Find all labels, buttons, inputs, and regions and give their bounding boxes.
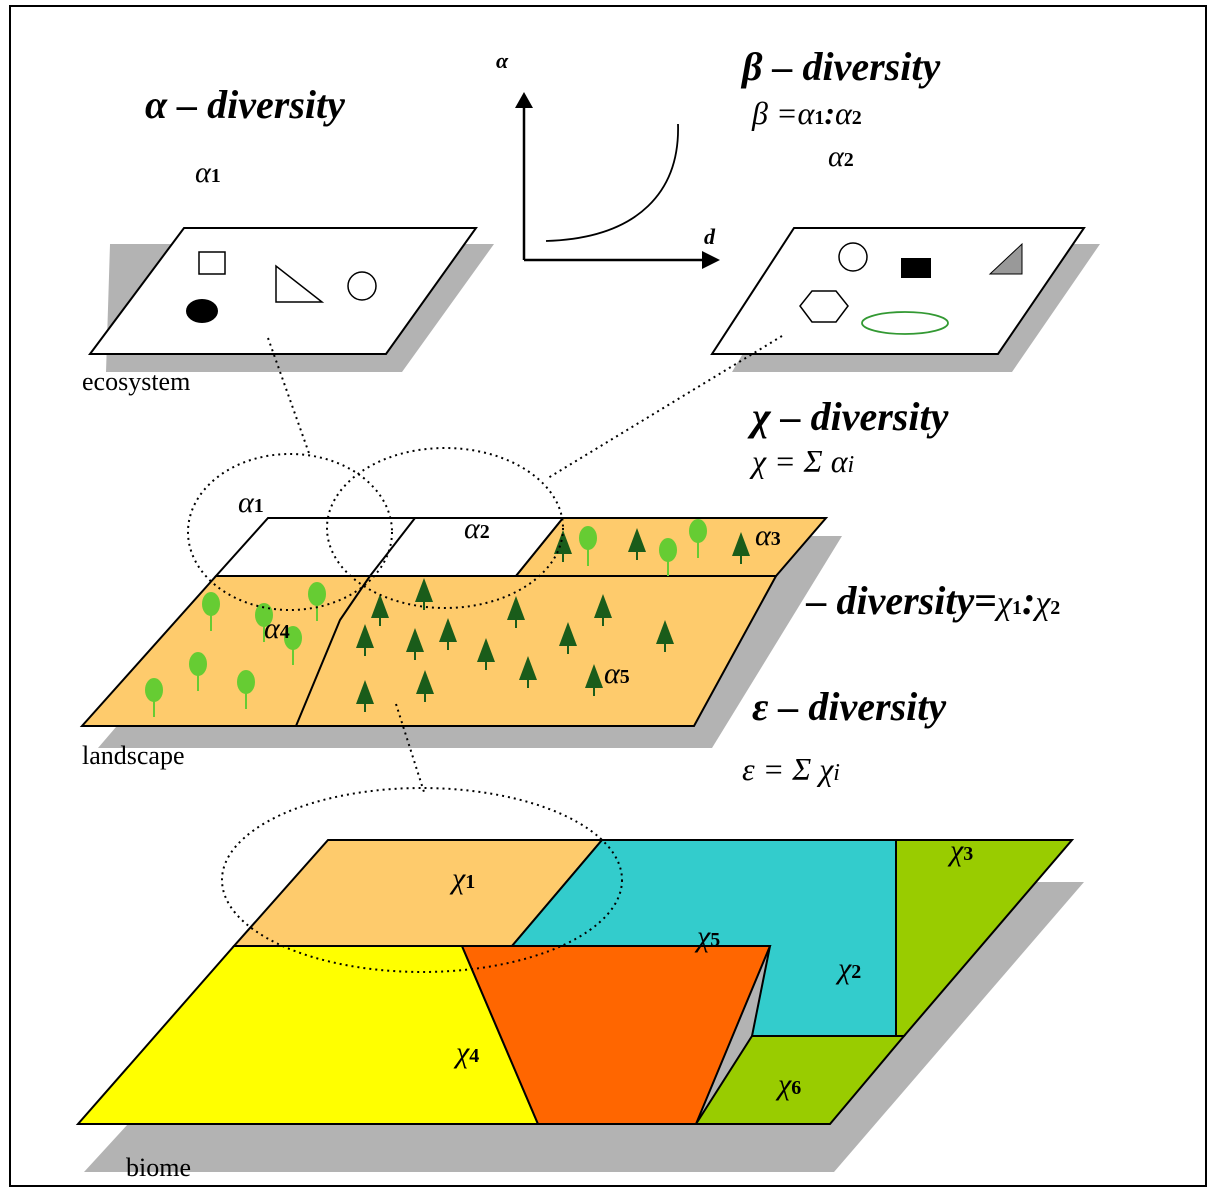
alpha2-selection-circle: [326, 447, 564, 609]
conifer-tree: [356, 624, 374, 656]
biome-label-chi6: χ6: [775, 1068, 801, 1101]
square-shape: [198, 251, 226, 275]
conifer-tree: [416, 670, 434, 702]
chi1-selection-ellipse: [221, 787, 623, 973]
biome-label-chi5: χ5: [694, 920, 720, 953]
deciduous-trees: [145, 519, 707, 717]
conifer-tree: [656, 620, 674, 652]
deciduous-tree: [579, 526, 597, 550]
biome-region-chi4: [75, 945, 540, 1125]
circle-shape: [347, 271, 377, 301]
green-ellipse-shape: [861, 311, 949, 335]
filled-ellipse-shape: [186, 299, 218, 323]
y-axis-label: α: [496, 48, 509, 73]
circle-shape-2: [838, 242, 868, 272]
landscape-label: landscape: [82, 741, 185, 770]
conifer-tree: [519, 656, 537, 688]
x-axis-arrow: [702, 251, 720, 269]
second-ecosystem-plane: [710, 227, 1086, 355]
deciduous-tree: [659, 538, 677, 562]
conifer-tree: [559, 622, 577, 654]
connector-line-ecosystem-2: [547, 335, 783, 479]
conifer-tree: [406, 628, 424, 660]
biome-label-chi4: χ4: [453, 1036, 479, 1069]
epsilon-section: ε – diversity ε = Σ χi: [742, 684, 946, 787]
biome-label-chi1: χ1: [449, 862, 475, 895]
conifer-tree: [594, 594, 612, 626]
beta-formula: β =α1:α2: [751, 95, 862, 131]
landscape-label-a1: α1: [238, 486, 264, 519]
conifer-tree: [554, 530, 572, 562]
alpha-symbol: α1: [195, 156, 221, 189]
biome-region-chi3: [895, 839, 1075, 1037]
biome-region-chi5: [460, 945, 772, 1125]
landscape-label-a4: α4: [264, 612, 290, 645]
biome-label-chi3: χ3: [947, 834, 973, 867]
conifer-tree: [439, 618, 457, 650]
conifer-tree: [371, 594, 389, 626]
biome-label-chi2: χ2: [835, 952, 861, 985]
alpha1-selection-circle: [187, 453, 393, 611]
hexagon-shape: [799, 290, 849, 323]
y-axis-arrow: [515, 92, 533, 108]
gamma-formula: χ = Σ αi: [749, 443, 854, 479]
gamma-section: χ – diversity χ = Σ αi: [747, 394, 949, 479]
grey-triangle-shape: [988, 242, 1023, 275]
delta-section: δ – diversity=χ1:χ2: [776, 578, 1060, 623]
biome-label: biome: [126, 1153, 191, 1182]
landscape-divider-bottom: [295, 575, 371, 727]
biome-section: χ1 χ2 χ3 χ4 χ5 χ6 biome: [75, 787, 1084, 1182]
conifer-trees: [356, 528, 750, 712]
triangle-shape: [275, 264, 325, 303]
landscape-label-a2: α2: [464, 512, 490, 545]
conifer-tree: [628, 528, 646, 560]
deciduous-tree: [145, 678, 163, 702]
biome-region-chi6: [694, 1035, 907, 1125]
gamma-heading: χ – diversity: [747, 394, 949, 439]
deciduous-tree: [308, 582, 326, 606]
conifer-tree: [415, 578, 433, 610]
beta-heading: β – diversity: [740, 44, 940, 89]
deciduous-tree: [189, 652, 207, 676]
deciduous-tree: [689, 519, 707, 543]
diversity-curve: [545, 123, 679, 242]
x-axis-label: d: [704, 224, 716, 249]
conifer-tree: [732, 532, 750, 564]
deciduous-tree: [202, 592, 220, 616]
delta-heading: δ – diversity=χ1:χ2: [776, 578, 1060, 623]
ecosystem-label: ecosystem: [82, 367, 190, 396]
conifer-tree: [585, 664, 603, 696]
conifer-tree: [356, 680, 374, 712]
epsilon-formula: ε = Σ χi: [742, 751, 840, 787]
beta-section: β – diversity β =α1:α2 α2: [710, 44, 1100, 372]
landscape-label-a5: α5: [604, 657, 630, 690]
conifer-tree: [507, 596, 525, 628]
filled-rectangle-shape: [901, 258, 931, 278]
alpha-heading: α – diversity: [145, 82, 345, 127]
epsilon-heading: ε – diversity: [752, 684, 946, 729]
conifer-tree: [477, 638, 495, 670]
landscape-divider-top: [369, 517, 416, 577]
beta-symbol: α2: [828, 140, 854, 173]
deciduous-tree: [237, 670, 255, 694]
landscape-white-patch: [213, 517, 566, 577]
landscape-label-a3: α3: [755, 519, 781, 552]
alpha-section: α – diversity α1 ecosystem: [82, 82, 494, 396]
landscape-section: α1 α2 α3 α4 α5 landscape: [79, 447, 842, 770]
frame-border: [9, 5, 1207, 1187]
alpha-distance-graph: α d: [496, 48, 720, 269]
